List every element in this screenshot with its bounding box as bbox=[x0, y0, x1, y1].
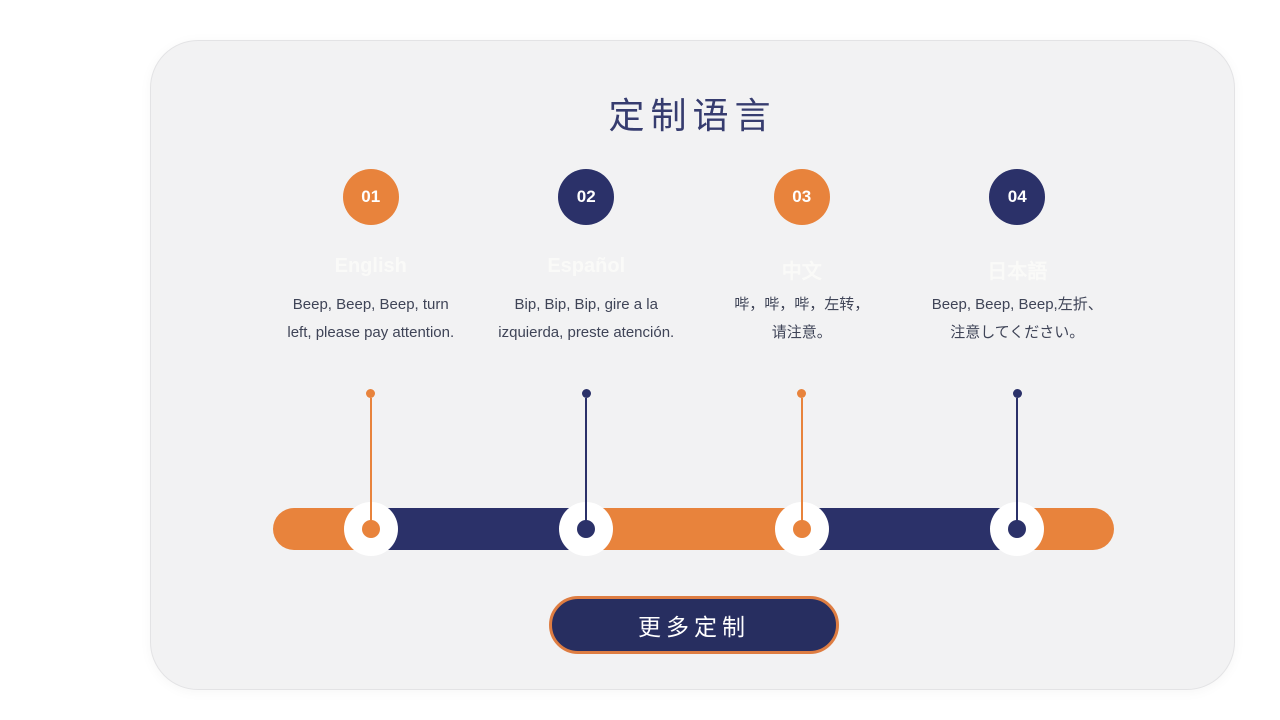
step-number: 01 bbox=[361, 187, 381, 206]
description-line: 注意してください。 bbox=[950, 324, 1085, 341]
language-step-chinese: 03 中文 哔，哔，哔，左转， 请注意。 bbox=[694, 169, 910, 347]
marker-cell bbox=[479, 502, 695, 556]
stem-dot bbox=[797, 389, 807, 398]
language-step-japanese: 04 日本語 Beep, Beep, Beep,左折、 注意してください。 bbox=[910, 169, 1126, 347]
timeline-marker bbox=[990, 502, 1045, 556]
language-steps-row: 01 English Beep, Beep, Beep, turn left, … bbox=[263, 169, 1125, 347]
marker-cell bbox=[910, 502, 1126, 556]
language-name: 日本語 bbox=[987, 261, 1048, 283]
stem-dot bbox=[581, 389, 591, 398]
stem-dot bbox=[366, 389, 376, 398]
timeline-segment-navy bbox=[370, 508, 587, 550]
step-number-badge: 01 bbox=[342, 169, 399, 225]
language-description: 哔，哔，哔，左转， 请注意。 bbox=[694, 291, 910, 347]
marker-cell bbox=[694, 502, 910, 556]
step-number-badge: 02 bbox=[558, 169, 615, 225]
marker-dot bbox=[1008, 520, 1027, 538]
timeline-segment-navy bbox=[801, 508, 1019, 550]
language-name: 中文 bbox=[781, 261, 822, 283]
step-number: 02 bbox=[576, 187, 596, 206]
language-step-espanol: 02 Español Bip, Bip, Bip, gire a la izqu… bbox=[479, 169, 695, 347]
marker-cell bbox=[263, 502, 479, 556]
description-line: 请注意。 bbox=[771, 324, 832, 341]
description-line: left, please pay attention. bbox=[287, 324, 455, 341]
more-customization-button[interactable]: 更多定制 bbox=[549, 596, 839, 654]
language-description: Beep, Beep, Beep,左折、 注意してください。 bbox=[910, 291, 1126, 347]
page-title: 定制语言 bbox=[608, 95, 777, 136]
language-description: Bip, Bip, Bip, gire a la izquierda, pres… bbox=[479, 291, 695, 347]
stem-dot bbox=[1012, 389, 1022, 398]
description-line: Beep, Beep, Beep, turn bbox=[292, 296, 449, 313]
timeline-marker bbox=[343, 502, 398, 556]
marker-dot bbox=[792, 520, 811, 538]
marker-dot bbox=[577, 520, 596, 538]
timeline-marker bbox=[774, 502, 829, 556]
language-step-english: 01 English Beep, Beep, Beep, turn left, … bbox=[263, 169, 479, 347]
step-number: 04 bbox=[1007, 187, 1027, 206]
timeline-marker bbox=[559, 502, 614, 556]
description-line: 哔，哔，哔，左转， bbox=[734, 296, 870, 313]
timeline-bar bbox=[273, 508, 1114, 550]
description-line: izquierda, preste atención. bbox=[498, 324, 675, 341]
timeline-markers bbox=[263, 502, 1125, 556]
step-number-badge: 04 bbox=[989, 169, 1046, 225]
step-number: 03 bbox=[792, 187, 812, 206]
description-line: Beep, Beep, Beep,左折、 bbox=[931, 296, 1103, 313]
step-number-badge: 03 bbox=[773, 169, 830, 225]
language-name: Español bbox=[547, 255, 626, 277]
language-description: Beep, Beep, Beep, turn left, please pay … bbox=[263, 291, 479, 347]
language-name: English bbox=[334, 255, 407, 277]
description-line: Bip, Bip, Bip, gire a la bbox=[514, 296, 658, 313]
marker-dot bbox=[361, 520, 380, 538]
language-customization-card: 定制语言 01 English Beep, Beep, Beep, turn l… bbox=[150, 40, 1235, 690]
